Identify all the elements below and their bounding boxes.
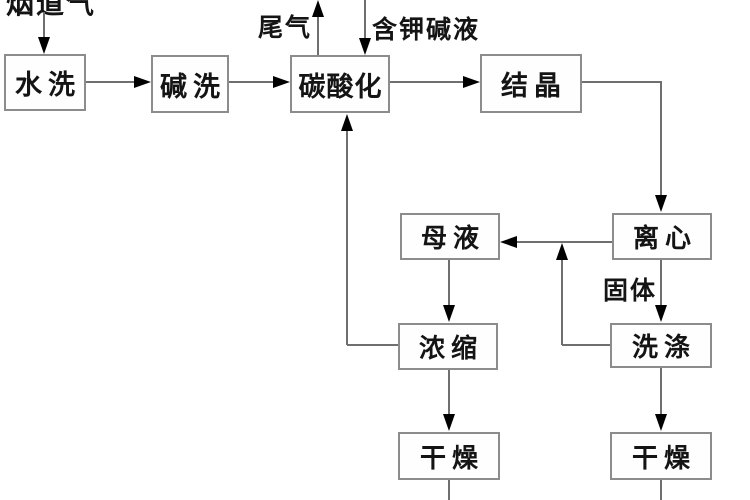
node-centrifuge: 离心 [612,213,712,260]
arrowhead-down-potassium-lye [359,38,371,55]
arrowhead-right-to-carbonation [273,76,290,88]
label-solid: 固体 [603,278,658,305]
arrowhead-down-to-washing [655,305,667,322]
connector-centrifuge-to-mother-liquor [516,241,612,243]
arrowhead-down-to-centrifuge [655,195,667,212]
arrowhead-down-to-concentration [443,305,455,322]
connector-washing-recycle-h [562,344,610,346]
connector-concentration-to-drying [448,370,450,416]
connector-flue-gas-to-water-wash [43,12,45,39]
arrowhead-up-to-carbonation [341,114,353,131]
connector-crystallization-to-centrifuge-v [660,81,662,197]
connector-carbonation-to-tail-gas [317,15,319,55]
node-concentration-label: 浓缩 [418,334,483,363]
connector-concentration-recycle-v [346,129,348,345]
arrowhead-right-to-alkali-wash [134,76,151,88]
node-carbonation-label: 碳酸化 [298,71,383,102]
node-washing: 洗涤 [610,323,712,368]
arrowhead-down-flue-gas [38,37,50,54]
label-flue-gas: 烟道气 [6,0,97,20]
node-alkali-wash-label: 碱洗 [160,71,226,102]
arrowhead-up-tail-gas [312,0,324,17]
label-potassium-lye: 含钾碱液 [372,17,481,44]
label-tail-gas: 尾气 [258,15,313,42]
arrowhead-up-washing-recycle [556,243,568,260]
connector-drying-right-outlet [660,480,662,500]
node-centrifuge-label: 离心 [632,224,697,253]
connector-mother-liquor-to-concentration [448,260,450,307]
node-crystallization-label: 结晶 [501,71,567,101]
node-water-wash-label: 水洗 [15,70,81,100]
connector-centrifuge-to-washing [660,260,662,307]
connector-washing-recycle-v [561,258,563,345]
connector-water-wash-to-alkali-wash [86,81,136,83]
node-drying-left-label: 干燥 [419,443,484,473]
node-alkali-wash: 碱洗 [151,55,229,113]
connector-crystallization-to-centrifuge-h [582,81,662,83]
connector-washing-to-drying [660,368,662,416]
connector-drying-left-outlet [448,480,450,500]
node-mother-liquor-label: 母液 [420,224,485,253]
node-carbonation: 碳酸化 [290,55,390,113]
node-drying-right: 干燥 [610,432,712,480]
connector-alkali-wash-to-carbonation [229,81,275,83]
node-drying-right-label: 干燥 [631,443,696,473]
node-concentration: 浓缩 [398,323,498,370]
connector-potassium-lye-to-carbonation [364,0,366,40]
connector-concentration-recycle-h [347,344,398,346]
arrowhead-down-to-drying-right [655,414,667,431]
arrowhead-left-to-mother-liquor [500,236,517,248]
node-water-wash: 水洗 [4,54,86,111]
arrowhead-down-to-drying-left [443,414,455,431]
node-washing-label: 洗涤 [631,333,696,362]
node-drying-left: 干燥 [398,432,500,480]
node-mother-liquor: 母液 [400,213,500,260]
arrowhead-right-to-crystallization [463,76,480,88]
node-crystallization: 结晶 [480,54,582,113]
connector-carbonation-to-crystallization [390,81,465,83]
